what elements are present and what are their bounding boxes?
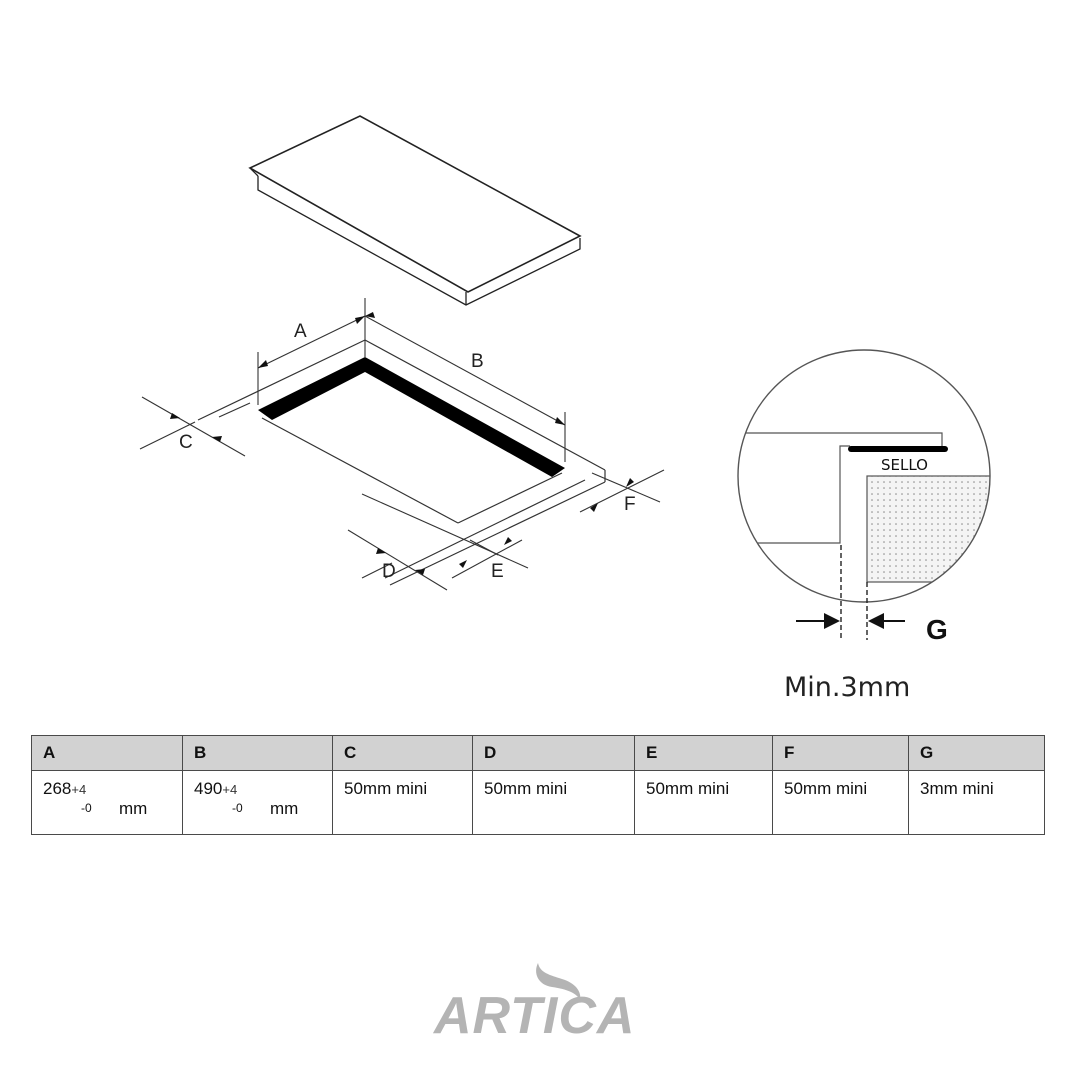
dimension-label-e: E: [491, 561, 504, 582]
cell-g: 3mm mini: [908, 770, 1045, 835]
leaf-icon: [536, 963, 581, 1001]
header-f: F: [772, 735, 909, 771]
cell-a: 268+4 -0 mm: [31, 770, 183, 835]
gap-arrow-left-icon: [824, 613, 840, 629]
table-row: 268+4 -0 mm 490+4 -0 mm 50mm mini 50mm m…: [31, 770, 1045, 835]
header-a: A: [31, 735, 183, 771]
dimension-label-d: D: [382, 561, 396, 582]
dimension-lines: [139, 298, 665, 591]
dimension-label-b: B: [471, 351, 484, 372]
dimension-label-c: C: [179, 432, 193, 453]
table-header-row: A B C D E F G: [31, 735, 1045, 771]
dimension-label-a: A: [294, 321, 307, 342]
value-a: 268: [43, 779, 72, 798]
artica-logo: ARTICA: [432, 963, 635, 1040]
gap-caption: Min.3mm: [784, 672, 910, 703]
header-b: B: [182, 735, 333, 771]
unit-b: mm: [270, 799, 299, 818]
dimension-label-f: F: [624, 494, 636, 515]
installation-diagram: A B C D E F SELLO G Min.3mm: [139, 115, 991, 703]
header-g: G: [908, 735, 1045, 771]
seal-detail-magnifier: SELLO G Min.3mm: [737, 349, 991, 703]
tolerance-minus-b: -0: [232, 801, 243, 815]
tolerance-plus-b: +4: [222, 782, 238, 797]
cell-c: 50mm mini: [332, 770, 473, 835]
dimension-arrowheads: [170, 312, 634, 575]
cell-f: 50mm mini: [772, 770, 909, 835]
cell-e: 50mm mini: [634, 770, 773, 835]
tolerance-minus-a: -0: [81, 801, 92, 815]
tolerance-plus-a: +4: [71, 782, 87, 797]
seal-label: SELLO: [881, 456, 928, 474]
gap-arrow-right-icon: [868, 613, 884, 629]
cell-d: 50mm mini: [472, 770, 635, 835]
unit-a: mm: [119, 799, 148, 818]
dimensions-table: A B C D E F G 268+4 -0 mm 490+4 -0 mm 50…: [31, 735, 1045, 835]
header-d: D: [472, 735, 635, 771]
brand-name: ARTICA: [432, 987, 635, 1040]
cooktop-illustration: [248, 115, 582, 306]
header-e: E: [634, 735, 773, 771]
countertop-cutout: [197, 339, 606, 586]
header-c: C: [332, 735, 473, 771]
gap-label: G: [926, 614, 948, 645]
value-b: 490: [194, 779, 223, 798]
cell-b: 490+4 -0 mm: [182, 770, 333, 835]
